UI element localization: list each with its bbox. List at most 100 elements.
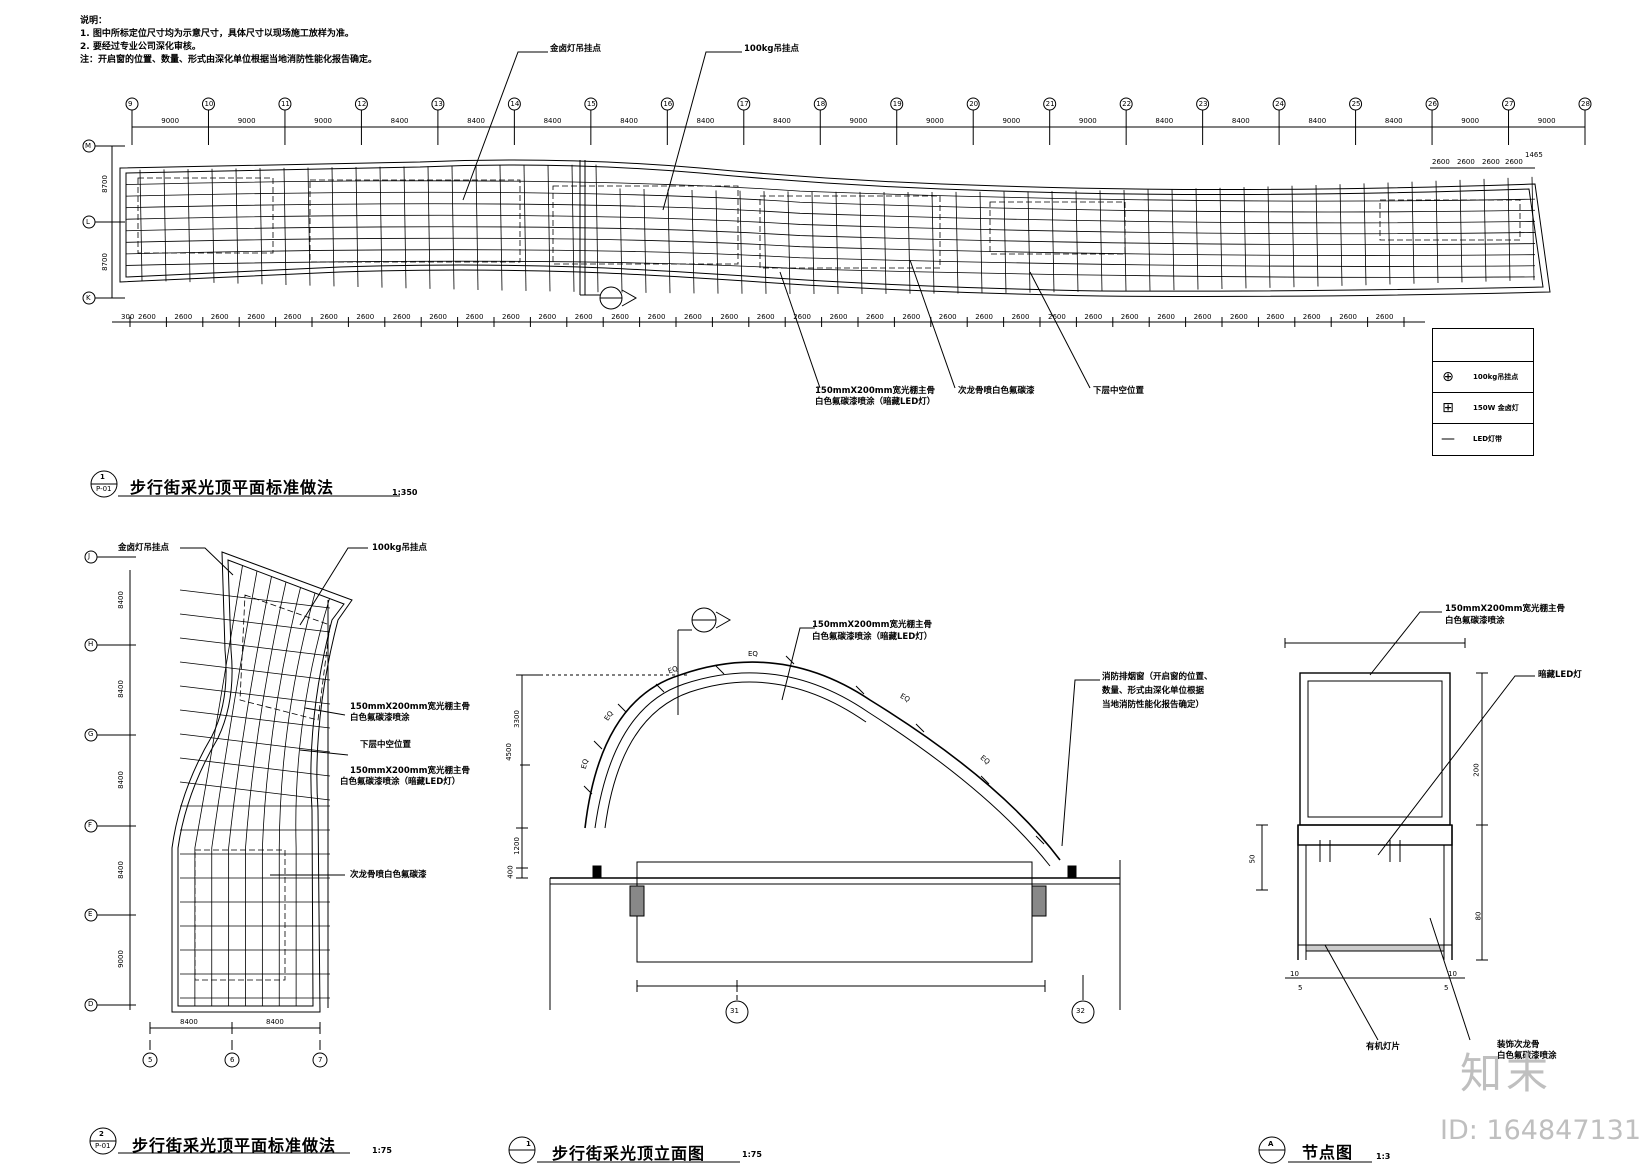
led-strip-icon: — xyxy=(1441,431,1455,447)
grid-axis-k: K xyxy=(86,294,91,302)
top-span-18: 9000 xyxy=(1537,117,1556,125)
plan1-label-metal-halide: 金卤灯吊挂点 xyxy=(550,44,602,54)
elev-title-num: 1 xyxy=(526,1140,531,1148)
elev-scale: 1:75 xyxy=(742,1150,762,1159)
plan2-label-void: 下层中空位置 xyxy=(360,740,412,750)
grid-axis-top-24: 24 xyxy=(1275,100,1285,108)
node-label-organic: 有机灯片 xyxy=(1366,1042,1401,1052)
bottom-dim-22: 2600 xyxy=(938,313,957,321)
plan2-label-main-keel-a1: 150mmX200mm宽光棚主骨 xyxy=(350,702,470,712)
plan2-scale: 1:75 xyxy=(372,1146,392,1155)
grid-axis-top-10: 10 xyxy=(204,100,214,108)
top-span-10: 9000 xyxy=(925,117,944,125)
grid-axis-m: M xyxy=(85,142,92,150)
node-scale: 1:3 xyxy=(1376,1152,1391,1161)
plan2-outline-outer xyxy=(171,551,353,1013)
top-span-2: 9000 xyxy=(314,117,332,125)
grid-axis-l: L xyxy=(86,218,90,226)
right-dim-3: 2600 xyxy=(1482,158,1500,166)
bottom-dim-7: 2600 xyxy=(392,313,411,321)
plan1-title: 步行街采光顶平面标准做法 xyxy=(130,478,335,497)
bottom-dim-34: 2600 xyxy=(1375,313,1394,321)
grid-axis-H: H xyxy=(88,640,94,648)
elev-label-main-1: 150mmX200mm宽光棚主骨 xyxy=(812,620,932,630)
grid-axis-G: G xyxy=(88,730,94,738)
elev-label-main-2: 白色氟碳漆喷涂（暗藏LED灯） xyxy=(812,632,933,642)
bottom-dim-31: 2600 xyxy=(1266,313,1285,321)
elev-label-smoke-1: 消防排烟窗（开启窗的位置、 xyxy=(1102,672,1213,682)
right-dim-4: 2600 xyxy=(1505,158,1523,166)
plan1-label-main-keel-2: 白色氟碳漆喷涂（暗藏LED灯） xyxy=(815,397,936,407)
node-label-deco-1: 装饰次龙骨 xyxy=(1497,1040,1540,1050)
node-dim-10b: 10 xyxy=(1448,970,1457,978)
bottom-dim-23: 2600 xyxy=(975,313,994,321)
grid-axis-6: 6 xyxy=(230,1056,235,1064)
grid-axis-D: D xyxy=(88,1000,94,1008)
top-span-5: 8400 xyxy=(543,117,562,125)
bottom-dim-8: 2600 xyxy=(429,313,448,321)
bottom-dim-20: 2600 xyxy=(866,313,884,321)
hanging-point-icon: ⊕ xyxy=(1442,369,1454,385)
node-label-main-1: 150mmX200mm宽光棚主骨 xyxy=(1445,604,1565,614)
node-dim-5b: 5 xyxy=(1444,984,1449,992)
bottom-dim-1: 2600 xyxy=(174,313,193,321)
grid-axis-top-28: 28 xyxy=(1581,100,1590,108)
top-span-11: 9000 xyxy=(1002,117,1021,125)
plan2-outline-inner xyxy=(177,559,345,1007)
lamp-icon: ⊞ xyxy=(1442,400,1454,416)
node-title: 节点图 xyxy=(1302,1143,1354,1162)
grid-axis-top-25: 25 xyxy=(1351,100,1361,108)
bottom-dim-24: 2600 xyxy=(1011,313,1030,321)
node-dim-50: 50 xyxy=(1248,854,1257,864)
plan2-label-secondary-keel: 次龙骨喷白色氟碳漆 xyxy=(350,870,427,880)
legend-text-lamp: 150W 金卤灯 xyxy=(1473,404,1519,412)
node-dim-5a: 5 xyxy=(1298,984,1303,992)
left-dim-1: 8700 xyxy=(100,175,109,193)
notes-heading: 说明： xyxy=(80,16,108,26)
plan2-left-span-4: 9000 xyxy=(116,950,125,968)
notes-line-3: 注：开启窗的位置、数量、形式由深化单位根据当地消防性能化报告确定。 xyxy=(80,55,378,65)
notes-line-1: 1. 图中所标定位尺寸均为示意尺寸，具体尺寸以现场施工放样为准。 xyxy=(80,29,354,39)
elev-dim-4500: 4500 xyxy=(504,743,513,761)
node-title-num: A xyxy=(1268,1140,1274,1148)
legend-row-led: — LED灯带 xyxy=(1433,423,1533,454)
bottom-dim-12: 2600 xyxy=(574,313,593,321)
bottom-dim-11: 2600 xyxy=(538,313,557,321)
elev-label-smoke-2: 数量、形式由深化单位根据 xyxy=(1102,686,1205,696)
grid-axis-top-19: 19 xyxy=(892,100,902,108)
plan2-title-num: 2 xyxy=(99,1130,104,1138)
elev-dim-1200: 1200 xyxy=(512,837,521,855)
bottom-dim-14: 2600 xyxy=(647,313,666,321)
grid-axis-top-23: 23 xyxy=(1198,100,1208,108)
bottom-dim-6: 2600 xyxy=(356,313,375,321)
top-span-4: 8400 xyxy=(467,117,485,125)
top-span-7: 8400 xyxy=(696,117,715,125)
bottom-dim-18: 2600 xyxy=(793,313,812,321)
grid-axis-7: 7 xyxy=(318,1056,323,1064)
top-span-9: 9000 xyxy=(849,117,868,125)
bottom-dim-5: 2600 xyxy=(320,313,338,321)
elev-dim-400: 400 xyxy=(506,865,515,879)
bottom-dim-32: 2600 xyxy=(1302,313,1321,321)
elev-label-smoke-3: 当地消防性能化报告确定） xyxy=(1102,700,1205,710)
grid-axis-top-17: 17 xyxy=(739,100,749,108)
watermark-id: ID: 164847131 xyxy=(1440,1115,1642,1146)
grid-axis-5: 5 xyxy=(148,1056,153,1064)
bottom-dim-28: 2600 xyxy=(1157,313,1176,321)
plan1-outline-outer xyxy=(119,159,1551,297)
plan1-outline-inner xyxy=(125,164,1544,292)
watermark-logo: 知末 xyxy=(1460,1049,1553,1098)
general-notes: 说明： 1. 图中所标定位尺寸均为示意尺寸，具体尺寸以现场施工放样为准。 2. … xyxy=(80,15,377,67)
top-span-8: 8400 xyxy=(773,117,791,125)
bottom-dim-30: 2600 xyxy=(1230,313,1248,321)
bottom-dim-2: 2600 xyxy=(210,313,229,321)
elev-dim-3300: 3300 xyxy=(512,710,521,728)
node-dim-80: 80 xyxy=(1474,911,1483,921)
grid-axis-top-15: 15 xyxy=(586,100,596,108)
node-label-led: 暗藏LED灯 xyxy=(1538,670,1582,680)
top-span-3: 8400 xyxy=(390,117,409,125)
top-span-0: 9000 xyxy=(161,117,180,125)
plan2-left-span-0: 8400 xyxy=(116,591,125,609)
plan2-bottom-span-1: 8400 xyxy=(180,1018,198,1026)
bottom-dim-25: 2600 xyxy=(1048,313,1066,321)
